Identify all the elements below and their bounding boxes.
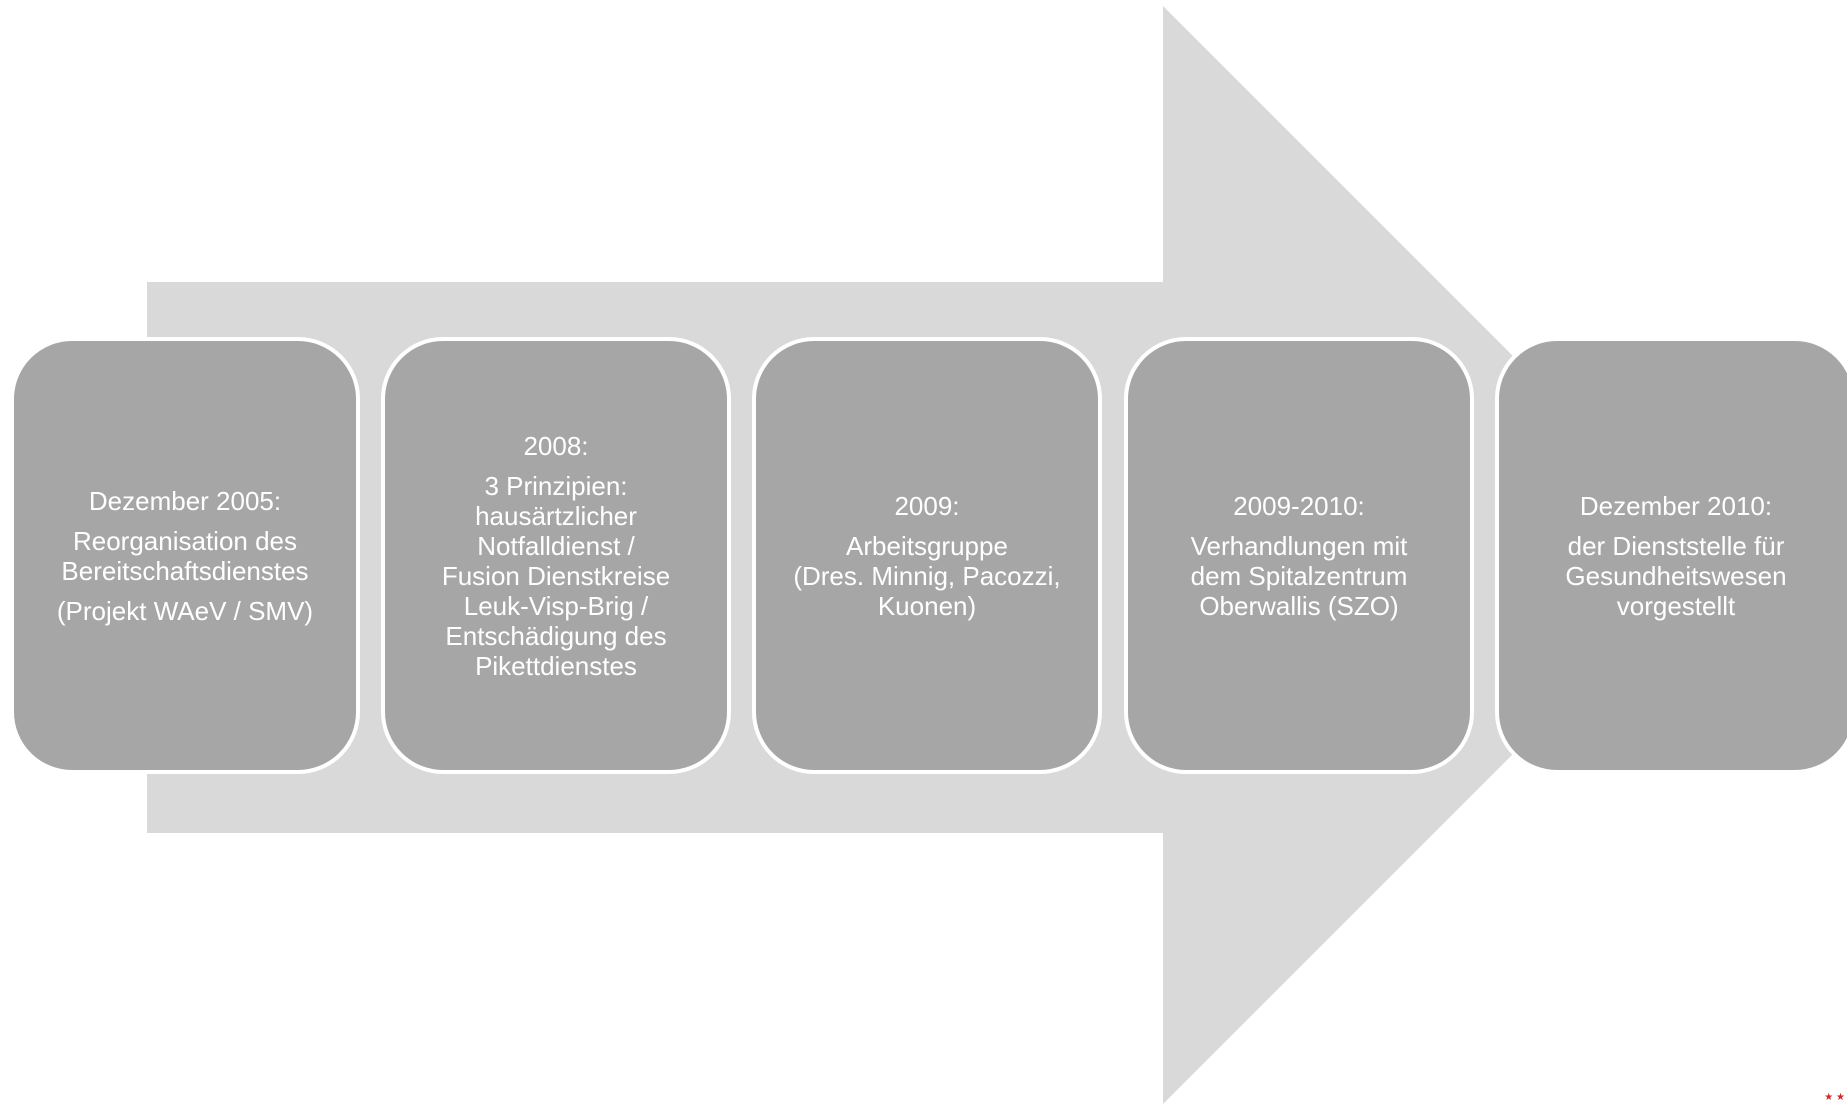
corner-star-marks: ★ ★ [1824,1093,1845,1103]
step-text-line: Oberwallis (SZO) [1199,590,1399,621]
step-heading: Dezember 2010: [1579,490,1773,521]
step-text-line: Fusion Dienstkreise [441,560,671,591]
star-icon: ★ [1824,1092,1834,1103]
step-text-line: Gesundheitswesen [1565,560,1787,591]
step-heading: 2009: [894,490,960,521]
step-box-2009-2010: 2009-2010: Verhandlungen mit dem Spitalz… [1124,337,1474,774]
step-box-2008: 2008: 3 Prinzipien: hausärtzlicher Notfa… [381,337,731,774]
step-heading: 2008: [523,430,589,461]
step-text-line: Bereitschaftsdienstes [61,555,309,586]
step-text-line: Verhandlungen mit [1190,530,1408,561]
step-text-line: Pikettdienstes [475,650,637,681]
step-text-line: (Dres. Minnig, Pacozzi, [793,560,1061,591]
star-icon: ★ [1836,1092,1845,1103]
step-box-dezember-2010: Dezember 2010: der Dienststelle für Gesu… [1495,337,1847,774]
step-text-line: Leuk-Visp-Brig / [463,590,649,621]
step-box-dezember-2005: Dezember 2005: Reorganisation des Bereit… [10,337,360,774]
step-project-note: (Projekt WAeV / SMV) [56,595,314,626]
step-text-line: der Dienststelle für [1567,530,1785,561]
step-text-line: Reorganisation des [72,525,298,556]
step-text-line: vorgestellt [1616,590,1736,621]
step-text-line: Kuonen) [877,590,977,621]
step-text-line: dem Spitalzentrum [1190,560,1408,591]
step-text-line: 3 Prinzipien: [484,470,628,501]
step-text-line: Entschädigung des [445,620,667,651]
step-text-line: hausärtzlicher [475,500,637,531]
step-text-line: Arbeitsgruppe [846,530,1008,561]
step-heading: Dezember 2005: [88,485,282,516]
step-heading: 2009-2010: [1233,490,1365,521]
step-text-line: Notfalldienst / [477,530,635,561]
step-box-2009: 2009: Arbeitsgruppe (Dres. Minnig, Pacoz… [752,337,1102,774]
